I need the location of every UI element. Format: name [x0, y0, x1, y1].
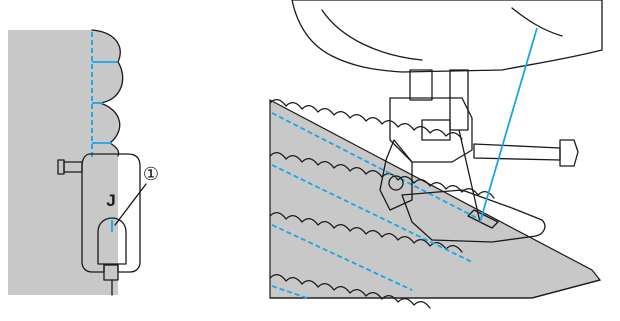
presser-foot-letter: J	[106, 191, 115, 210]
needle-clamp-screw-knob	[560, 140, 578, 166]
presser-foot-closeup-figure: J ①	[0, 0, 200, 321]
presser-foot-closeup-svg: J ①	[0, 0, 200, 321]
presser-bar	[410, 70, 432, 100]
machine-head-contour	[512, 8, 562, 36]
needle-bar	[450, 70, 468, 130]
sewing-machine-figure	[262, 0, 620, 321]
callout-number: ①	[143, 164, 159, 185]
needle-clamp-screw	[474, 144, 560, 160]
sewing-machine-svg	[262, 0, 620, 321]
upper-thread	[480, 28, 537, 222]
machine-head-contour	[322, 10, 422, 60]
machine-head	[292, 0, 602, 72]
callout-leader-line	[115, 184, 146, 225]
